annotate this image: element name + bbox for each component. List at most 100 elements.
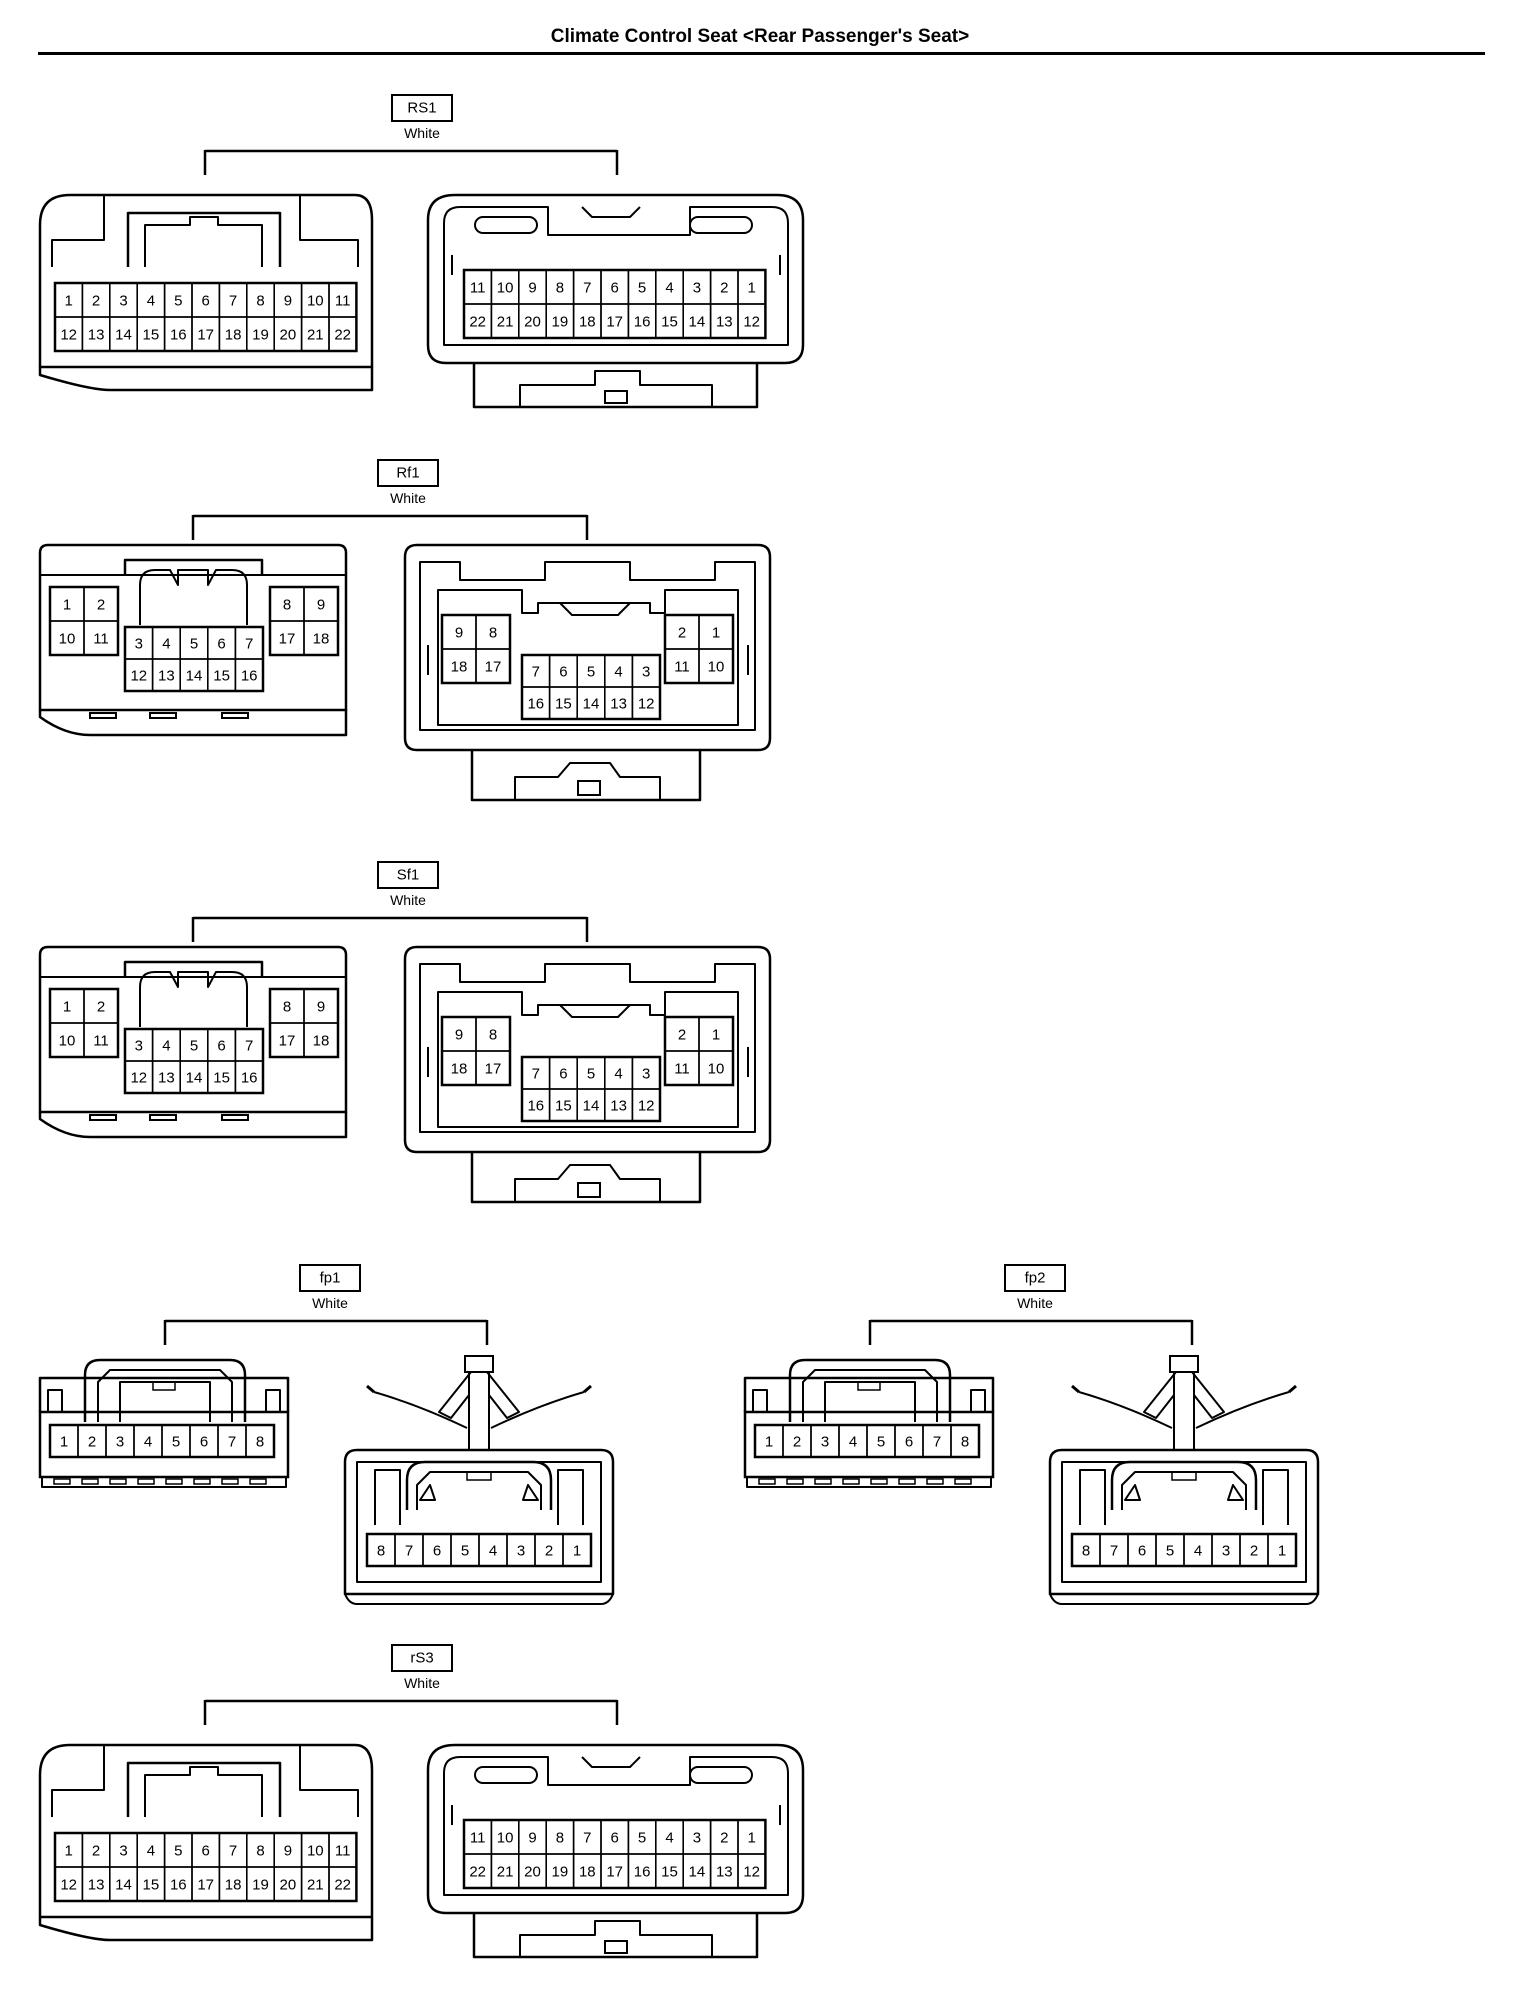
pin-number: 7 <box>532 664 540 681</box>
pin-number: 20 <box>280 1877 297 1894</box>
pin-number: 16 <box>634 1864 651 1881</box>
pin-number: 2 <box>678 625 686 642</box>
pin-number: 14 <box>186 668 203 685</box>
guide-slot <box>689 1766 753 1784</box>
pin-number: 18 <box>313 1033 330 1050</box>
latch-frame <box>123 960 264 977</box>
pin-number: 2 <box>88 1434 96 1451</box>
latch <box>802 1369 938 1422</box>
pin-number: 5 <box>877 1434 885 1451</box>
housing-inner-wall <box>419 561 756 731</box>
pin-number: 18 <box>225 1877 242 1894</box>
pin-cavity <box>950 1424 980 1458</box>
base-clip <box>786 1478 804 1485</box>
clip-arm <box>1078 1391 1173 1429</box>
pin-number: 18 <box>579 1864 596 1881</box>
pin-number: 14 <box>186 1070 203 1087</box>
base-clip <box>758 1478 776 1485</box>
side-rib <box>752 1389 986 1412</box>
lock-arm <box>514 762 661 800</box>
pin-number: 17 <box>606 1864 623 1881</box>
pin-number: 19 <box>252 1877 269 1894</box>
pin-cavity <box>698 1050 734 1086</box>
pin-cavity <box>737 303 767 339</box>
pin-number: 3 <box>119 293 127 310</box>
pin-number: 6 <box>1138 1543 1146 1560</box>
connector-housing <box>38 1410 290 1479</box>
housing-inner-wall <box>419 963 756 1133</box>
pin-number: 1 <box>748 1830 756 1847</box>
clip-stem <box>1173 1371 1195 1450</box>
pin-number: 8 <box>256 1843 264 1860</box>
guide-slot <box>689 216 753 234</box>
pin-number: 2 <box>97 999 105 1016</box>
guide-slot <box>474 1766 538 1784</box>
connector-housing <box>403 945 772 1154</box>
pin-number: 1 <box>748 280 756 297</box>
pin-number: 9 <box>528 1830 536 1847</box>
lock-housing <box>472 363 759 409</box>
pin-number: 9 <box>455 625 463 642</box>
pin-number: 19 <box>252 327 269 344</box>
pin-number: 6 <box>611 280 619 297</box>
pin-number: 12 <box>130 668 147 685</box>
pin-number: 7 <box>583 280 591 297</box>
pin-number: 5 <box>190 636 198 653</box>
pin-number: 12 <box>60 1877 77 1894</box>
latch-frame <box>788 1358 952 1422</box>
pin-number: 2 <box>92 293 100 310</box>
pin-number: 17 <box>279 631 296 648</box>
pin-cavity <box>234 658 264 692</box>
latch-frame <box>83 1358 247 1422</box>
pin-number: 6 <box>217 1038 225 1055</box>
guide-rail <box>374 1469 584 1525</box>
pin-number: 11 <box>335 293 351 310</box>
pin-number: 8 <box>283 999 291 1016</box>
clip-stem <box>468 1371 490 1450</box>
base-clip <box>221 712 249 719</box>
pin-number: 2 <box>793 1434 801 1451</box>
pin-number: 2 <box>92 1843 100 1860</box>
clip-wing <box>438 1371 520 1419</box>
clip-arm-tip <box>366 1384 592 1394</box>
guide-rail <box>1079 1469 1289 1525</box>
cavity-recess <box>437 991 739 1128</box>
pin-number: 20 <box>524 1864 541 1881</box>
pin-number: 4 <box>1194 1543 1202 1560</box>
side-rib <box>47 1389 281 1412</box>
connector-code-box <box>377 459 439 487</box>
pin-number: 14 <box>583 1098 600 1115</box>
connector-housing <box>426 193 805 365</box>
base-clip <box>53 1478 71 1485</box>
latch-tab <box>857 1381 881 1391</box>
pin-number: 5 <box>174 293 182 310</box>
pin-number: 14 <box>583 696 600 713</box>
pin-number: 4 <box>162 636 170 653</box>
pin-number: 10 <box>59 1033 76 1050</box>
base-clip <box>814 1478 832 1485</box>
pin-number: 11 <box>93 631 109 648</box>
clip-head <box>464 1355 494 1373</box>
pin-number: 7 <box>1110 1543 1118 1560</box>
pin-number: 12 <box>743 1864 760 1881</box>
pin-number: 20 <box>280 327 297 344</box>
connector-code: rS3 <box>410 1650 433 1667</box>
pin-number: 8 <box>377 1543 385 1560</box>
lock-tab <box>604 390 628 404</box>
